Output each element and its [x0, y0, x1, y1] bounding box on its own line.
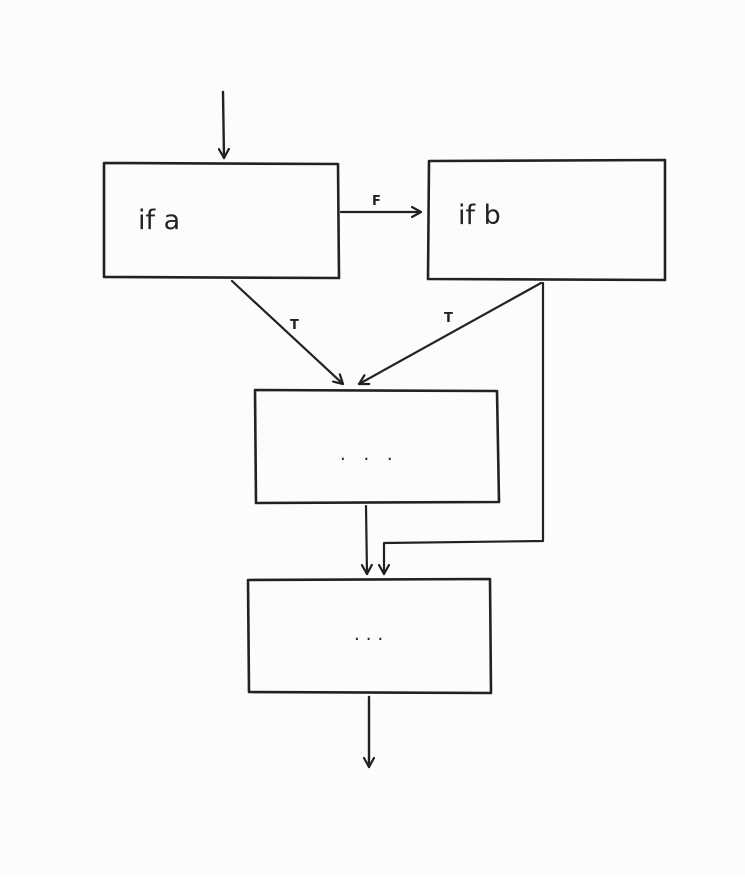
node-if-b: if b [426, 158, 667, 282]
node-if-b-label: if b [458, 200, 501, 231]
node-middle-box [253, 388, 501, 505]
node-bottom: ... [246, 577, 493, 695]
node-bottom-label: ... [354, 624, 389, 645]
edge-middle-to-bottom [366, 504, 367, 576]
edge-a-to-middle-label: T [290, 318, 299, 333]
node-if-b-box [426, 158, 667, 282]
node-middle-label: . . . [340, 444, 399, 465]
edge-b-to-middle-label: T [444, 311, 453, 326]
node-if-a-label: if a [138, 205, 180, 236]
node-if-a: if a [102, 161, 341, 280]
edge-a-to-middle [230, 279, 345, 386]
node-middle: . . . [253, 388, 501, 505]
edge-b-to-middle [357, 281, 543, 384]
entry-arrow [223, 90, 224, 160]
edge-b-to-bottom [384, 281, 545, 576]
node-if-a-box [102, 161, 341, 280]
edge-a-to-b-label: F [372, 194, 381, 209]
node-bottom-box [246, 577, 493, 695]
